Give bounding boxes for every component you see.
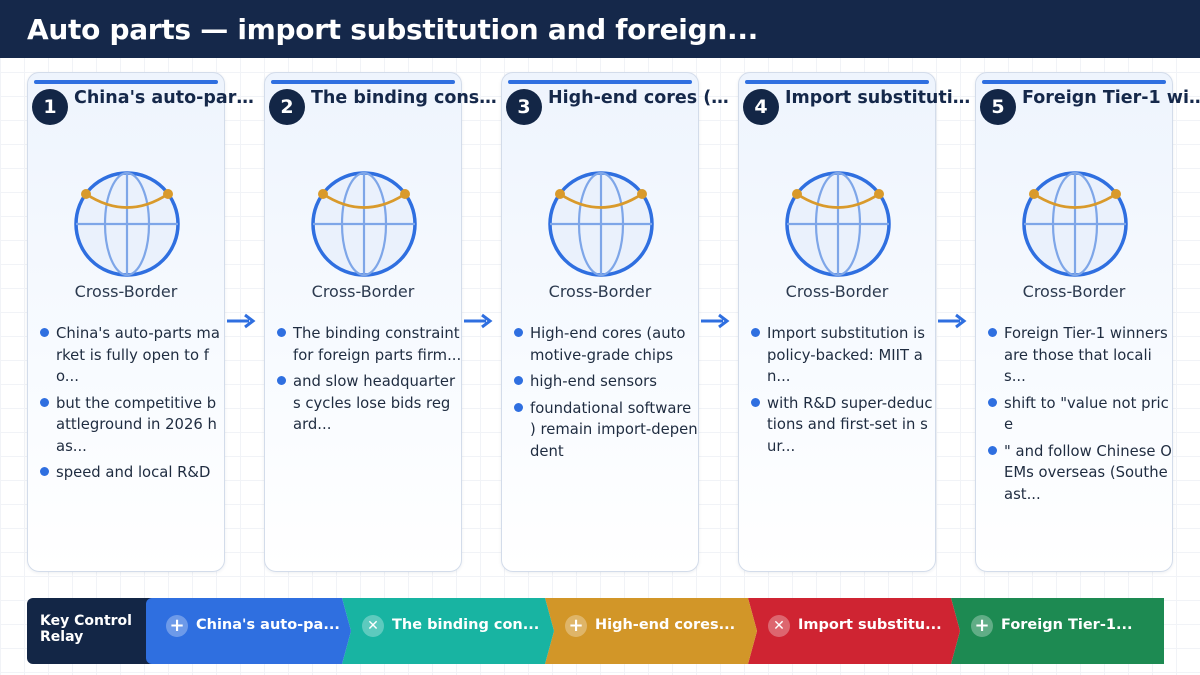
arrow-right-icon	[938, 313, 967, 329]
bullet-list: China's auto-parts market is fully open …	[39, 323, 225, 489]
card-caption: Cross-Border	[74, 282, 178, 301]
key-control-relay: Key Control Relay + China's auto-pa... ✕ Th…	[27, 598, 1164, 664]
relay-segment-label: The binding con...	[392, 617, 540, 633]
card-caption: Cross-Border	[548, 282, 652, 301]
step-title: High-end cores (aut...	[548, 88, 734, 108]
relay-segment: ✕ Import substitu...	[748, 598, 960, 664]
bullet-item: High-end cores (automotive-grade chips	[513, 323, 699, 366]
card-accent-bar	[508, 80, 692, 84]
bullet-list: Import substitution is policy-backed: MI…	[750, 323, 936, 462]
page-title: Auto parts — import substitution and for…	[27, 13, 758, 46]
bullet-item: Foreign Tier-1 winners are those that lo…	[987, 323, 1173, 388]
bullet-text: The binding constraint for foreign parts…	[293, 325, 462, 364]
globe-icon	[785, 171, 891, 277]
bullet-dot-icon	[40, 397, 49, 407]
cross-icon: ✕	[768, 615, 790, 637]
step-number-badge: 4	[743, 89, 779, 125]
bullet-item: " and follow Chinese OEMs overseas (Sout…	[987, 441, 1173, 506]
relay-segment: + High-end cores...	[545, 598, 757, 664]
bullet-dot-icon	[988, 397, 997, 407]
bullet-item: shift to "value not price	[987, 393, 1173, 436]
bullet-dot-icon	[40, 467, 49, 476]
card-accent-bar	[745, 80, 929, 84]
arrow-right-icon	[227, 313, 256, 329]
bullet-item: foundational software ) remain import-de…	[513, 398, 699, 463]
card-caption: Cross-Border	[785, 282, 889, 301]
bullet-item: and slow headquarters cycles lose bids r…	[276, 371, 462, 436]
globe-icon	[1022, 171, 1128, 277]
arrow-right-icon	[464, 313, 493, 329]
bullet-list: High-end cores (automotive-grade chips hi…	[513, 323, 699, 467]
bullet-item: The binding constraint for foreign parts…	[276, 323, 462, 366]
bullet-item: speed and local R&D	[39, 462, 225, 484]
relay-segment-label: Foreign Tier-1...	[1001, 617, 1133, 633]
bullet-text: Import substitution is policy-backed: MI…	[767, 325, 925, 385]
bullet-item: high-end sensors	[513, 371, 699, 393]
bullet-text: China's auto-parts market is fully open …	[56, 325, 220, 385]
globe-icon	[311, 171, 417, 277]
step-title: Foreign Tier-1 winn...	[1022, 88, 1200, 108]
step-card: 3 High-end cores (aut... Cross-BorderHigh-…	[501, 72, 734, 572]
step-card: 5 Foreign Tier-1 winn... Cross-BorderForei…	[975, 72, 1200, 572]
bullet-text: but the competitive battleground in 2026…	[56, 394, 217, 455]
bullet-dot-icon	[277, 376, 286, 385]
bullet-dot-icon	[277, 328, 286, 337]
relay-segment-label: Import substitu...	[798, 617, 942, 633]
bullet-list: Foreign Tier-1 winners are those that lo…	[987, 323, 1173, 510]
step-number-badge: 5	[980, 89, 1016, 125]
header-bar: Auto parts — import substitution and for…	[0, 0, 1200, 58]
card-accent-bar	[982, 80, 1166, 84]
bullet-list: The binding constraint for foreign parts…	[276, 323, 462, 441]
bullet-text: " and follow Chinese OEMs overseas (Sout…	[1004, 442, 1172, 503]
bullet-item: with R&D super-deductions and first-set …	[750, 393, 936, 458]
relay-segment: + Foreign Tier-1...	[951, 598, 1164, 664]
bullet-dot-icon	[514, 402, 523, 412]
bullet-dot-icon	[514, 328, 523, 337]
relay-segment: + China's auto-pa...	[146, 598, 351, 664]
bullet-text: shift to "value not price	[1004, 394, 1169, 434]
plus-icon: +	[971, 615, 993, 637]
globe-icon	[548, 171, 654, 277]
plus-icon: +	[565, 615, 587, 637]
bullet-dot-icon	[988, 445, 997, 455]
bullet-item: China's auto-parts market is fully open …	[39, 323, 225, 388]
relay-segment-label: High-end cores...	[595, 617, 736, 633]
step-title: China's auto-parts...	[74, 88, 260, 108]
bullet-text: with R&D super-deductions and first-set …	[767, 394, 933, 455]
card-caption: Cross-Border	[311, 282, 415, 301]
bullet-dot-icon	[514, 376, 523, 385]
bullet-item: Import substitution is policy-backed: MI…	[750, 323, 936, 388]
arrow-right-icon	[701, 313, 730, 329]
bullet-dot-icon	[988, 328, 997, 337]
plus-icon: +	[166, 615, 188, 637]
relay-segment-label: China's auto-pa...	[196, 617, 340, 633]
bullet-text: Foreign Tier-1 winners are those that lo…	[1004, 325, 1168, 385]
bullet-text: foundational software ) remain import-de…	[530, 399, 698, 460]
bullet-dot-icon	[751, 328, 760, 337]
card-accent-bar	[34, 80, 218, 84]
step-number-badge: 2	[269, 89, 305, 125]
step-title: Import substitution...	[785, 88, 971, 108]
bullet-dot-icon	[40, 328, 49, 337]
step-title: The binding constra...	[311, 88, 497, 108]
bullet-item: but the competitive battleground in 2026…	[39, 393, 225, 458]
bullet-text: High-end cores (automotive-grade chips	[530, 325, 686, 364]
bullet-text: and slow headquarters cycles lose bids r…	[293, 373, 456, 433]
bullet-dot-icon	[751, 397, 760, 407]
card-accent-bar	[271, 80, 455, 84]
card-caption: Cross-Border	[1022, 282, 1126, 301]
globe-icon	[74, 171, 180, 277]
step-card: 4 Import substitution... Cross-BorderImpor…	[738, 72, 971, 572]
relay-segment: ✕ The binding con...	[342, 598, 554, 664]
step-number-badge: 1	[32, 89, 68, 125]
step-number-badge: 3	[506, 89, 542, 125]
relay-label: Key Control Relay	[27, 598, 152, 664]
bullet-text: speed and local R&D	[56, 464, 211, 481]
cross-icon: ✕	[362, 615, 384, 637]
bullet-text: high-end sensors	[530, 373, 657, 390]
